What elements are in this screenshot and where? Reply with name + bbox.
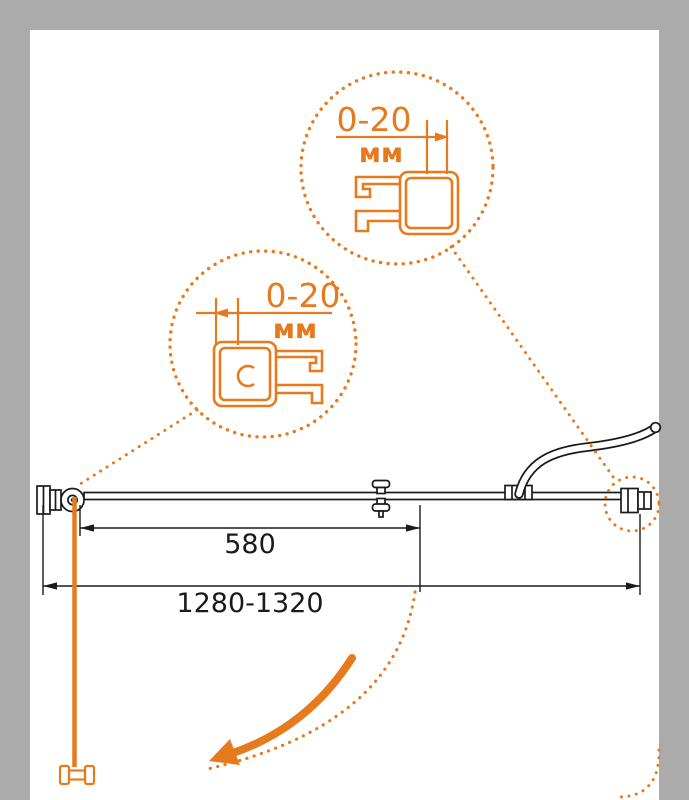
profile-section-side: [212, 340, 324, 408]
accent-drawing: 0-20 мм 0-20 мм: [58, 70, 661, 799]
center-connector: [371, 479, 391, 518]
adjustment-unit-top: мм: [359, 138, 403, 169]
detail-circle-wall-profile: [603, 475, 661, 533]
corner-dotted-arc: [616, 748, 661, 799]
adjustment-dim-side: 0-20 мм: [196, 276, 340, 345]
swing-arrow-icon: [209, 654, 356, 765]
detail-circle-side: [168, 249, 358, 439]
total-width-label: 1280-1320: [176, 588, 323, 619]
wall-profile-right: [620, 487, 652, 514]
dim-arrow-right: [626, 582, 640, 590]
adjustment-range-side: 0-20: [266, 276, 341, 315]
ink-drawing: 580 1280-1320: [36, 421, 662, 619]
towel-bar-handle: [514, 421, 662, 499]
adjustment-arrow: [214, 308, 228, 318]
adjustment-unit-side: мм: [273, 314, 317, 345]
door-panel-top-view: [83, 491, 623, 501]
detail-circle-top: [299, 70, 495, 266]
door-width-label: 580: [224, 529, 276, 560]
dimension-door-width: 580: [79, 505, 421, 592]
leader-line-right: [449, 245, 618, 483]
adjustment-arrow: [435, 132, 449, 142]
dim-arrow-right: [406, 524, 420, 532]
adjustment-dim-top: 0-20 мм: [336, 100, 449, 174]
adjustment-range-top: 0-20: [337, 100, 412, 139]
drawing-paper: [30, 30, 659, 800]
leader-line-left: [75, 408, 199, 488]
dim-arrow-left: [80, 524, 94, 532]
bottom-pivot-fitting: [58, 764, 96, 786]
profile-section-top: [354, 170, 460, 236]
dimension-total-width: 1280-1320: [42, 505, 641, 619]
dim-arrow-left: [43, 582, 57, 590]
wall-profile-left: [36, 485, 62, 515]
